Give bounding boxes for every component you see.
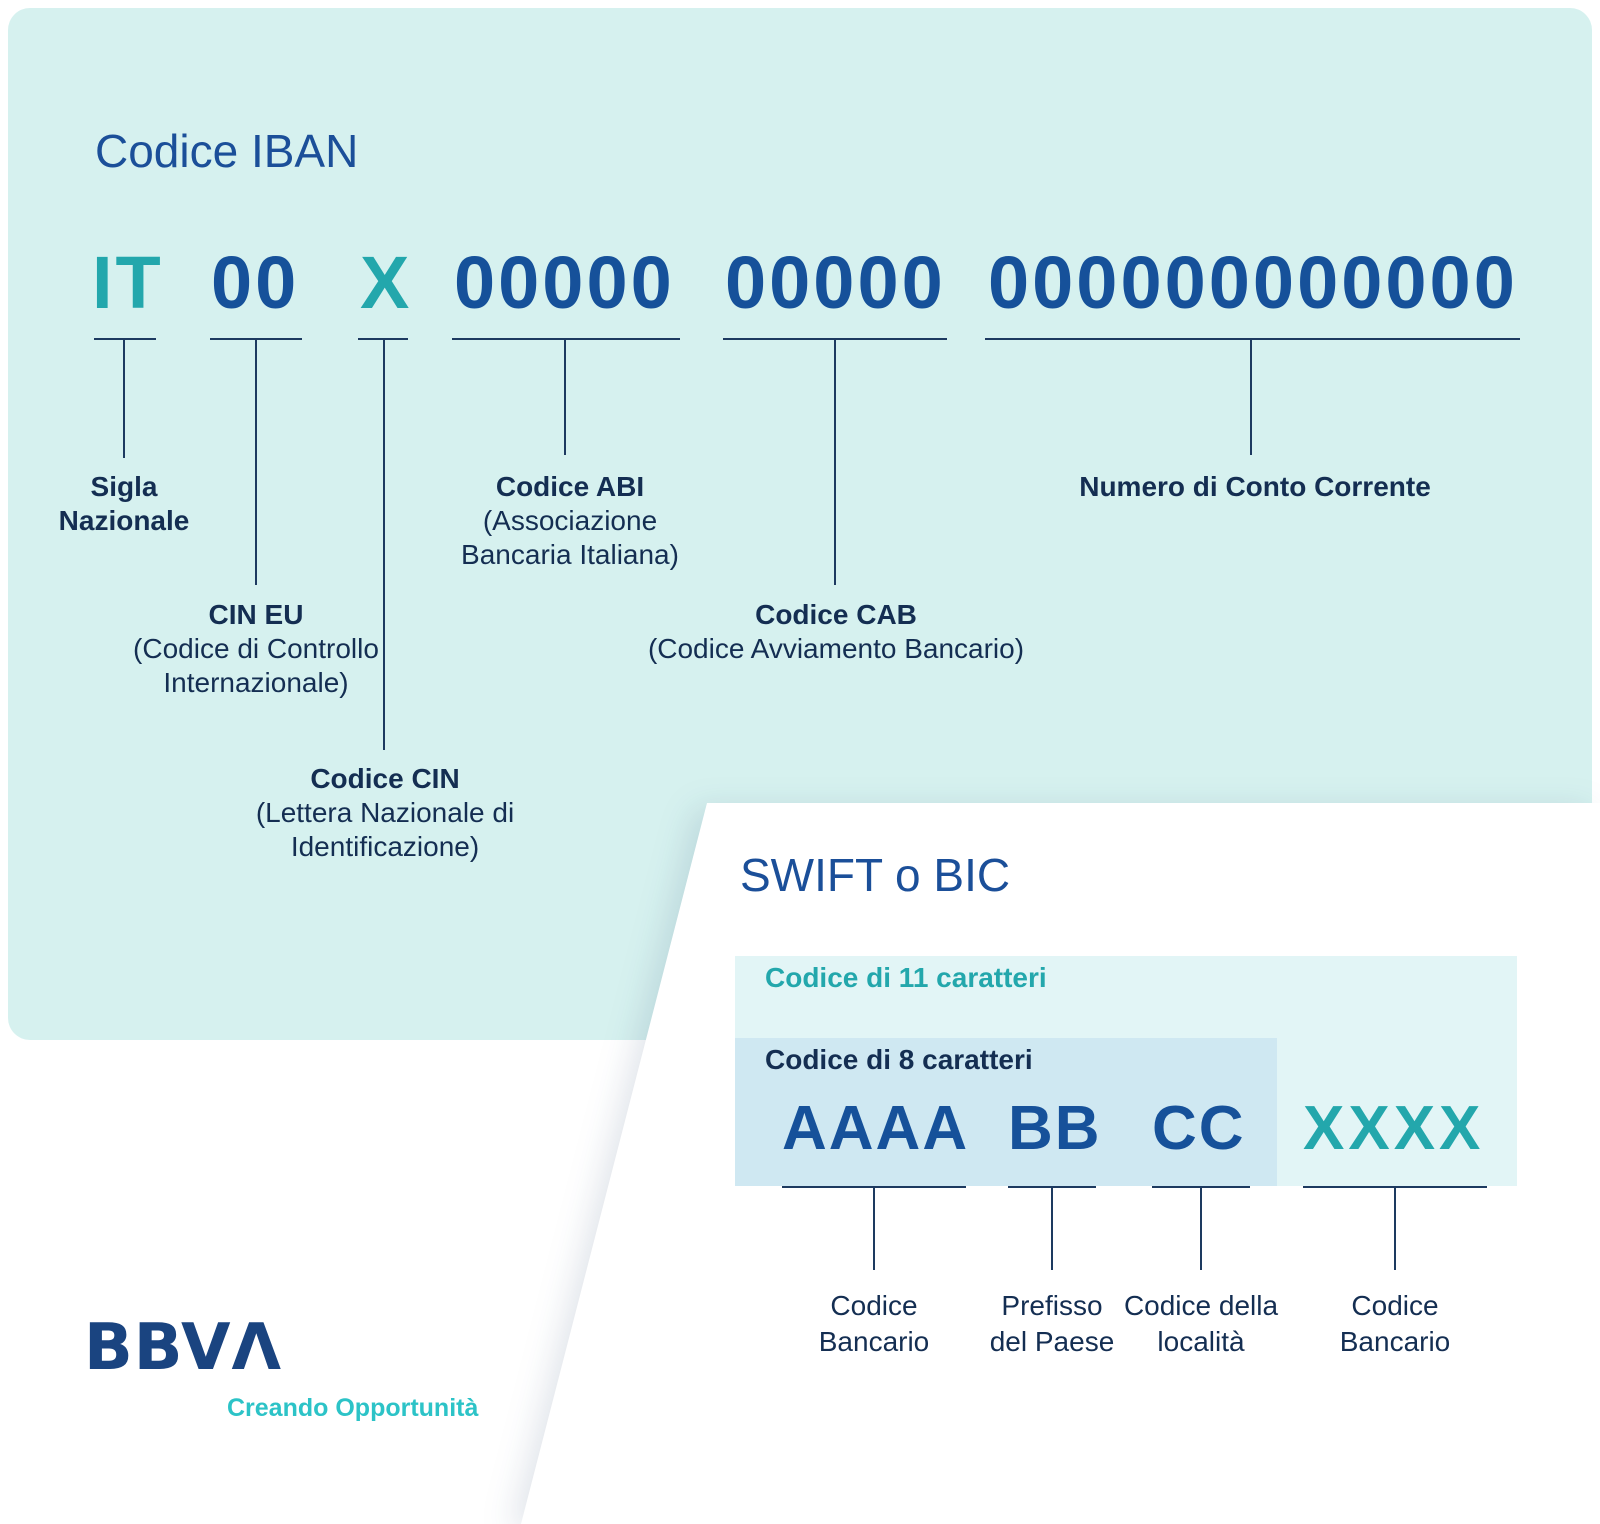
label-sigla-line2: Nazionale [58, 505, 190, 536]
underline-cin [358, 338, 408, 340]
swift-segment-location: CC [1152, 1094, 1246, 1163]
underline-check-digits [210, 338, 302, 340]
underline-cab [723, 338, 947, 340]
connector-account [1250, 340, 1252, 455]
swift-underline-branch [1303, 1186, 1487, 1188]
swift-underline-bank [782, 1186, 966, 1188]
label-cin-eu-head: CIN EU [208, 599, 304, 630]
iban-section-title: Codice IBAN [95, 125, 359, 177]
label-abi-sub1: (Associazione [482, 505, 658, 536]
label-codice-cin-sub2: Identificazione) [290, 831, 480, 862]
swift-segment-country: BB [1008, 1094, 1102, 1163]
iban-segment-cab: 00000 [725, 241, 946, 324]
label-codice-cin-head: Codice CIN [310, 763, 460, 794]
swift-8char-box [735, 1038, 1277, 1186]
swift-segment-bank: AAAA [782, 1094, 970, 1163]
swift-label-country-line2: del Paese [989, 1326, 1115, 1357]
underline-abi [452, 338, 680, 340]
label-cab-sub1: (Codice Avviamento Bancario) [647, 633, 1025, 664]
swift-label-branch-line2: Bancario [1339, 1326, 1451, 1357]
iban-segment-check-digits: 00 [211, 241, 300, 324]
swift-label-bank: Codice Bancario [819, 1288, 930, 1360]
iban-segment-account: 000000000000 [988, 241, 1518, 324]
label-abi-sub2: Bancaria Italiana) [461, 539, 679, 570]
label-numero-head: Numero di Conto Corrente [1079, 471, 1431, 502]
swift-segment-branch: XXXX [1303, 1094, 1485, 1163]
label-cin-eu-sub1: (Codice di Controllo [133, 633, 379, 664]
label-cin-eu: CIN EU (Codice di Controllo Internaziona… [133, 598, 379, 700]
swift-underline-country [1008, 1186, 1096, 1188]
bbva-tagline: Creando Opportunità [227, 1394, 479, 1422]
label-sigla-nazionale: Sigla Nazionale [59, 470, 190, 538]
swift-8char-label: Codice di 8 caratteri [765, 1044, 1033, 1075]
label-codice-cin-sub1: (Lettera Nazionale di [255, 797, 515, 828]
swift-connector-country [1051, 1188, 1053, 1270]
connector-check-digits [255, 340, 257, 585]
swift-label-bank-line2: Bancario [818, 1326, 930, 1357]
label-cin-eu-sub2: Internazionale) [163, 667, 349, 698]
swift-label-bank-line1: Codice [830, 1290, 918, 1321]
swift-underline-location [1152, 1186, 1250, 1188]
connector-abi [564, 340, 566, 455]
connector-country [123, 340, 125, 458]
swift-label-country-line1: Prefisso [1001, 1290, 1103, 1321]
swift-connector-branch [1394, 1188, 1396, 1270]
label-codice-cin: Codice CIN (Lettera Nazionale di Identif… [256, 762, 514, 864]
swift-connector-bank [873, 1188, 875, 1270]
swift-label-branch-line1: Codice [1351, 1290, 1439, 1321]
label-codice-abi: Codice ABI (Associazione Bancaria Italia… [461, 470, 679, 572]
iban-segment-country: IT [92, 241, 164, 324]
swift-label-location-line2: località [1157, 1326, 1245, 1357]
iban-segment-abi: 00000 [454, 241, 675, 324]
label-sigla-line1: Sigla [90, 471, 158, 502]
connector-cin [383, 340, 385, 750]
underline-account [985, 338, 1520, 340]
label-abi-head: Codice ABI [495, 471, 645, 502]
swift-connector-location [1200, 1188, 1202, 1270]
bbva-logo: BBVΛ [84, 1311, 283, 1385]
iban-segment-cin: X [360, 241, 413, 324]
label-cab-head: Codice CAB [755, 599, 917, 630]
swift-11char-label: Codice di 11 caratteri [765, 962, 1047, 993]
swift-label-location: Codice della località [1124, 1288, 1278, 1360]
swift-section-title: SWIFT o BIC [740, 849, 1011, 901]
label-numero-conto: Numero di Conto Corrente [1079, 470, 1431, 504]
connector-cab [834, 340, 836, 585]
swift-label-branch: Codice Bancario [1340, 1288, 1451, 1360]
swift-label-country: Prefisso del Paese [990, 1288, 1115, 1360]
swift-label-location-line1: Codice della [1123, 1290, 1279, 1321]
underline-country [94, 338, 156, 340]
label-codice-cab: Codice CAB (Codice Avviamento Bancario) [648, 598, 1024, 666]
